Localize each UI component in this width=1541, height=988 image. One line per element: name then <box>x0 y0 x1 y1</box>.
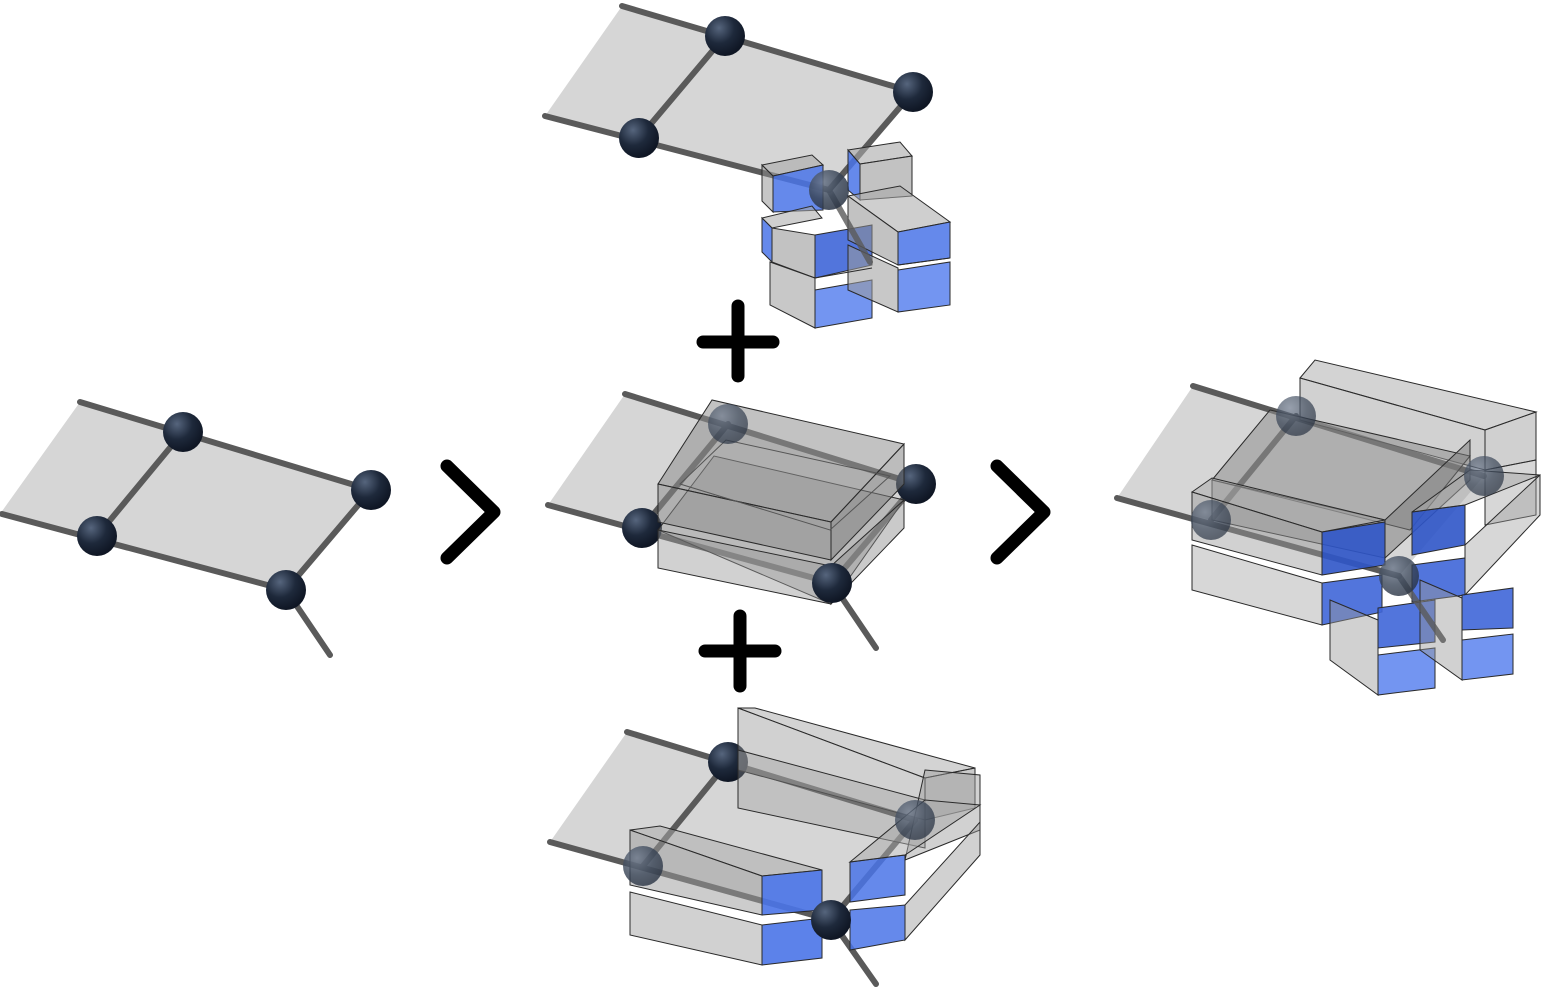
node-sphere <box>811 900 851 940</box>
chevron-right-icon <box>440 459 501 565</box>
rod <box>826 89 916 193</box>
plate <box>550 732 728 866</box>
joint-box-cluster <box>760 141 952 329</box>
plate <box>545 6 725 138</box>
plus-icon <box>696 299 780 383</box>
chevron-right-icon <box>990 459 1051 565</box>
node-sphere <box>896 464 936 504</box>
node-sphere <box>1191 500 1231 540</box>
input-panel <box>0 399 391 658</box>
node-sphere <box>809 170 849 210</box>
slab-box <box>657 399 905 606</box>
plate <box>1117 386 1296 520</box>
rod <box>283 487 374 593</box>
node-sphere <box>1276 396 1316 436</box>
node-sphere <box>622 508 662 548</box>
combined-box-assembly <box>1190 359 1541 696</box>
edge-box-set <box>629 707 982 966</box>
node-sphere <box>812 563 852 603</box>
rod <box>829 481 919 586</box>
top-panel <box>542 3 952 329</box>
node-sphere <box>893 72 933 112</box>
rod <box>94 429 186 539</box>
bottom-panel <box>547 707 982 987</box>
rod <box>77 399 374 493</box>
rod <box>624 729 918 823</box>
result-panel <box>1114 359 1541 696</box>
node-sphere <box>619 118 659 158</box>
rod <box>619 3 916 95</box>
plus-icon <box>698 609 782 693</box>
node-sphere <box>163 412 203 452</box>
node-sphere <box>895 800 935 840</box>
node-sphere <box>1379 556 1419 596</box>
node-sphere <box>705 16 745 56</box>
node-sphere <box>77 516 117 556</box>
plate <box>0 402 183 536</box>
node-sphere <box>708 404 748 444</box>
middle-panel <box>545 391 936 651</box>
plate <box>548 394 728 528</box>
node-sphere <box>266 570 306 610</box>
rod <box>0 511 289 593</box>
node-sphere <box>623 846 663 886</box>
rod <box>636 33 728 141</box>
node-sphere <box>1464 456 1504 496</box>
node-sphere <box>351 470 391 510</box>
